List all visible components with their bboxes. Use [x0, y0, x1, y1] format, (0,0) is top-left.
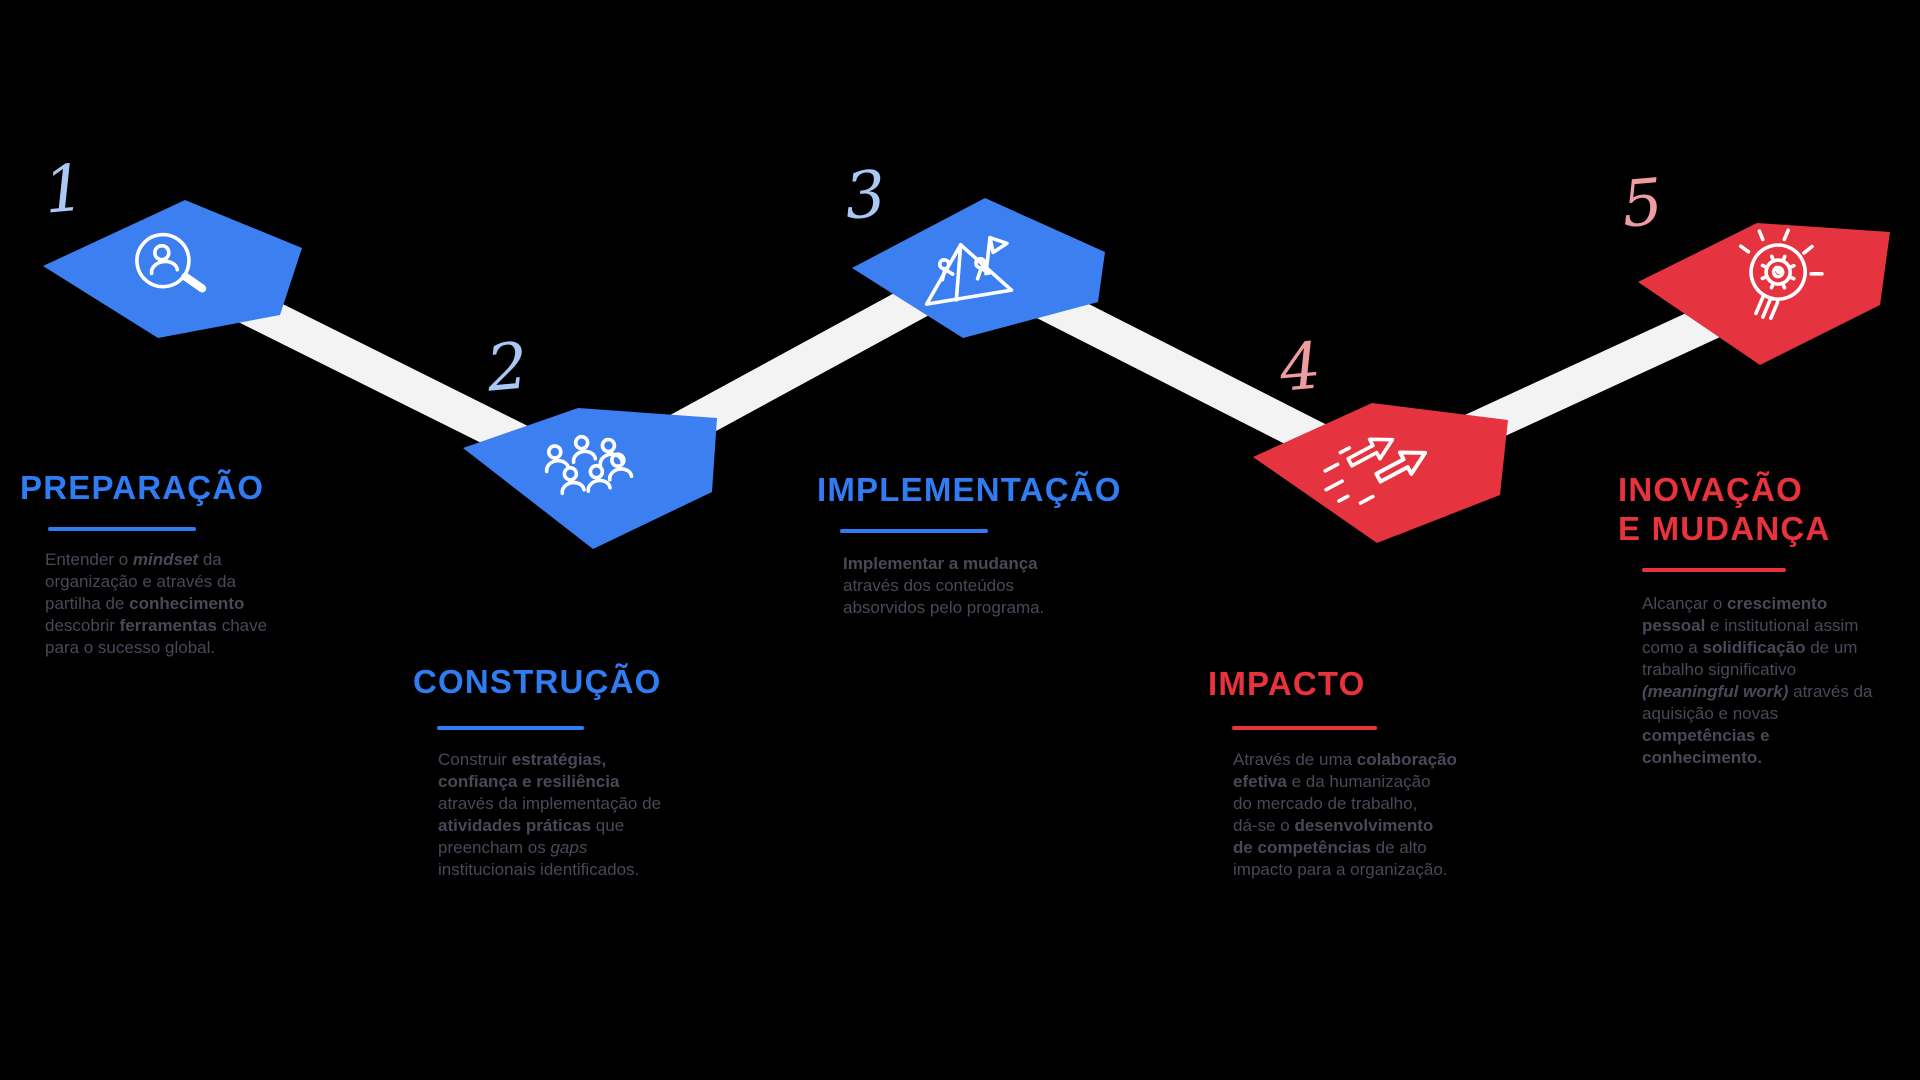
step-1-description: Entender o mindset da organização e atra… [45, 550, 268, 657]
step-4-description: Através de uma colaboração efetiva e da … [1233, 750, 1457, 879]
step-1-title: PREPARAÇÃO [20, 469, 265, 506]
step-5-underline [1642, 568, 1786, 572]
step-5-number: 5 [1618, 165, 1666, 243]
mountain-flag-icon [924, 235, 1014, 306]
step-3-description: Implementar a mudança através dos conteú… [843, 554, 1045, 617]
step-3-number: 3 [841, 157, 889, 235]
step-3-underline [840, 529, 988, 533]
step-2-shape [463, 408, 717, 549]
step-5-title: INOVAÇÃO E MUDANÇA [1618, 471, 1831, 547]
step-4-number: 4 [1276, 329, 1324, 407]
step-1-number: 1 [40, 151, 88, 229]
person-search-icon [135, 232, 207, 293]
step-1-shape [43, 200, 302, 338]
arrows-up-right-icon [1323, 437, 1428, 505]
step-2-description: Construir estratégias, confiança e resil… [438, 750, 662, 879]
step-2-underline [437, 726, 584, 730]
lightbulb-gear-icon [1738, 228, 1824, 320]
step-2-title: CONSTRUÇÃO [413, 663, 662, 700]
people-group-icon [544, 434, 634, 496]
step-3-title: IMPLEMENTAÇÃO [817, 471, 1122, 508]
step-4-underline [1232, 726, 1377, 730]
step-2-number: 2 [483, 329, 531, 407]
step-1-underline [48, 527, 196, 531]
step-4-title: IMPACTO [1208, 665, 1366, 702]
step-5-description: Alcançar o crescimento pessoal e institu… [1642, 594, 1873, 767]
